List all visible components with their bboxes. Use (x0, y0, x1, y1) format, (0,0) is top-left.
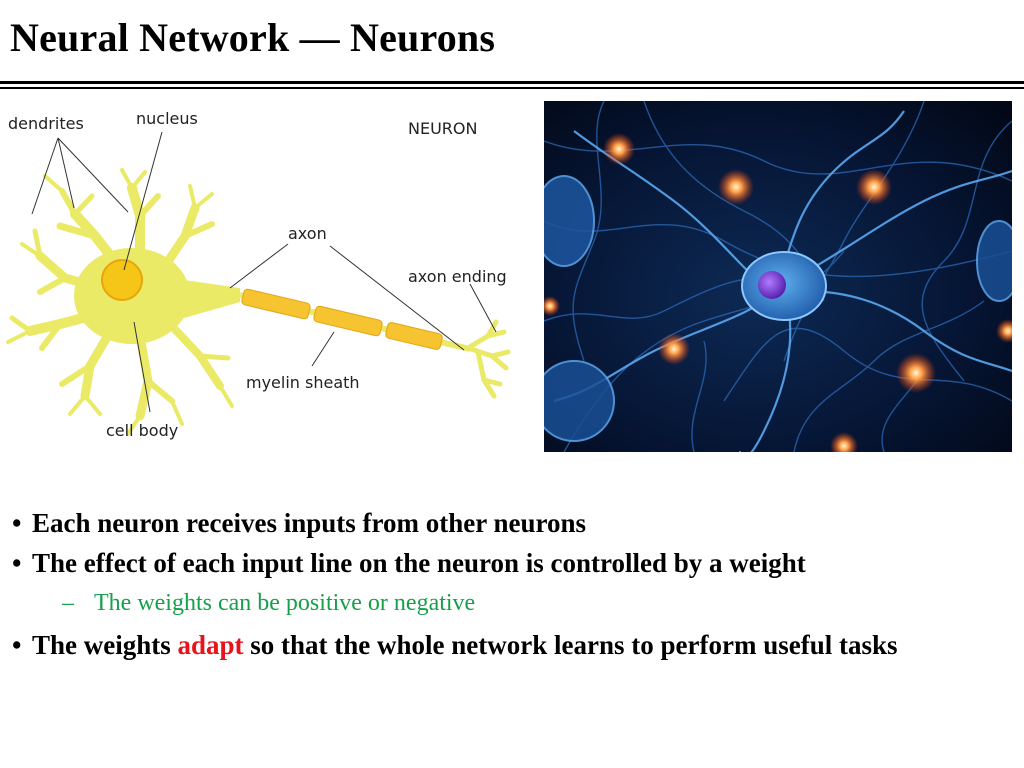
label-cell-body: cell body (106, 421, 178, 440)
dendrites-shape (6, 168, 234, 436)
label-neuron: NEURON (408, 119, 477, 138)
sub-bullet-text: The weights can be positive or negative (94, 590, 476, 616)
sub-bullet-item: – The weights can be positive or negativ… (12, 586, 1020, 620)
bullet-text-3-post: so that the whole network learns to perf… (243, 630, 898, 660)
axon-ending-shape (465, 319, 511, 399)
title-rule-thick (0, 81, 1024, 84)
label-myelin-sheath: myelin sheath (246, 373, 360, 392)
highlight-word-adapt: adapt (177, 630, 244, 660)
neuron-network-photo (544, 101, 1012, 452)
side-cells (544, 175, 1012, 442)
myelin-sheath-shape (241, 288, 443, 350)
neuron-diagram: dendrites nucleus NEURON axon axon endin… (6, 109, 511, 440)
bullet-marker: • (12, 548, 22, 578)
bullet-marker: • (12, 630, 22, 660)
bullet-text-2: The effect of each input line on the neu… (32, 548, 806, 578)
label-axon: axon (288, 224, 327, 243)
label-dendrites: dendrites (8, 114, 84, 133)
sub-bullet-marker: – (62, 590, 74, 616)
title-rule-thin (0, 87, 1024, 89)
bullet-text-1: Each neuron receives inputs from other n… (32, 508, 587, 538)
bullet-item-1: • Each neuron receives inputs from other… (12, 503, 1020, 543)
bullet-text-3-pre: The weights (32, 630, 178, 660)
axon-hillock (170, 278, 240, 322)
label-pointers (31, 131, 497, 413)
nucleus-shape (101, 259, 143, 301)
photo-nucleus (758, 271, 786, 299)
synapse-sparks (544, 133, 1012, 452)
bullet-item-2: • The effect of each input line on the n… (12, 543, 1020, 583)
slide-title: Neural Network — Neurons (10, 15, 496, 60)
label-nucleus: nucleus (136, 109, 198, 128)
bullet-item-3: • The weights adapt so that the whole ne… (12, 625, 1020, 665)
bullet-list: • Each neuron receives inputs from other… (12, 503, 1020, 665)
label-axon-ending: axon ending (408, 267, 507, 286)
bullet-marker: • (12, 508, 22, 538)
